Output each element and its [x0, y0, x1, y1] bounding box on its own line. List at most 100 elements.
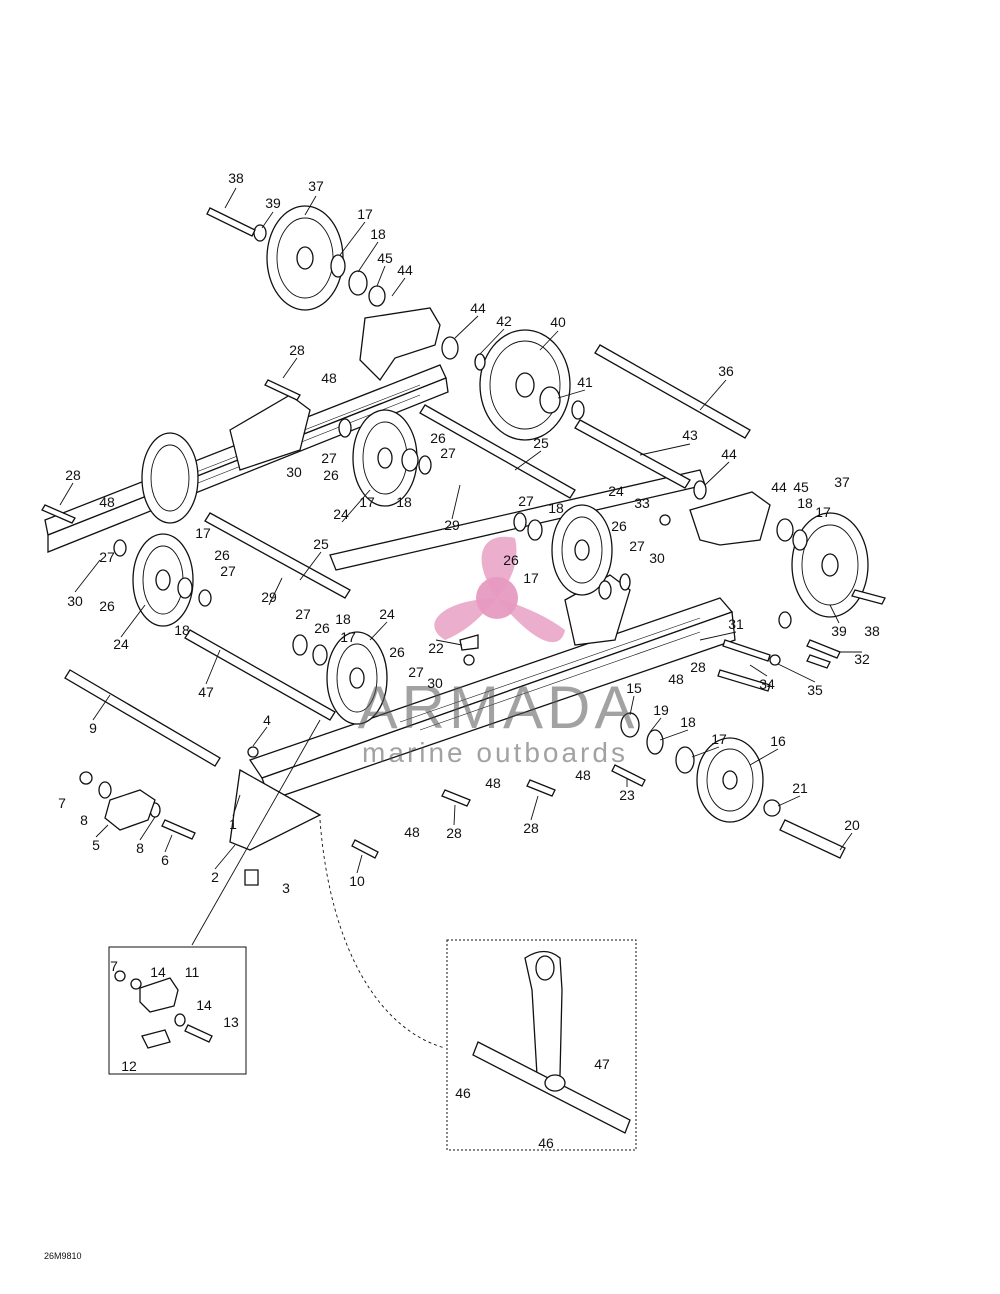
callout-38: 38 [864, 623, 880, 639]
callout-46: 46 [538, 1135, 554, 1151]
idler-wheel-24-mid [132, 533, 194, 627]
callout-26: 26 [611, 518, 627, 534]
callout-45: 45 [377, 250, 393, 266]
callout-27: 27 [408, 664, 424, 680]
callout-18: 18 [335, 611, 351, 627]
callout-48: 48 [485, 775, 501, 791]
callout-22: 22 [428, 640, 444, 656]
idler-wheel-24-right [551, 504, 613, 596]
callout-44: 44 [721, 446, 737, 462]
callout-11: 11 [185, 964, 200, 980]
callout-29: 29 [444, 517, 460, 533]
right-side-rail [248, 597, 736, 801]
callout-47: 47 [594, 1056, 610, 1072]
callout-25: 25 [313, 536, 329, 552]
callout-48: 48 [668, 671, 684, 687]
callout-38: 38 [228, 170, 244, 186]
armada-watermark: ARMADA marine outboards [358, 536, 634, 768]
callout-48: 48 [321, 370, 337, 386]
callout-47: 47 [198, 684, 214, 700]
callout-30: 30 [649, 550, 665, 566]
callout-17: 17 [359, 494, 375, 510]
idler-wheel-24-left [141, 432, 199, 524]
callout-16: 16 [770, 733, 786, 749]
callout-28: 28 [65, 467, 81, 483]
callout-37: 37 [308, 178, 324, 194]
callout-45: 45 [793, 479, 809, 495]
callout-8: 8 [136, 840, 144, 856]
callout-3: 3 [282, 880, 290, 896]
idler-wheel-24-upper [352, 409, 418, 507]
callout-46: 46 [455, 1085, 471, 1101]
idler-wheel-37-right [791, 512, 869, 618]
callout-17: 17 [340, 629, 356, 645]
callout-26: 26 [314, 620, 330, 636]
callout-21: 21 [792, 780, 808, 796]
callout-12: 12 [121, 1058, 137, 1074]
callout-18: 18 [174, 622, 190, 638]
callout-23: 23 [619, 787, 635, 803]
callout-24: 24 [333, 506, 349, 522]
callout-28: 28 [523, 820, 539, 836]
callout-39: 39 [265, 195, 281, 211]
callout-25: 25 [533, 435, 549, 451]
callout-26: 26 [503, 552, 519, 568]
callout-18: 18 [548, 500, 564, 516]
callout-24: 24 [608, 483, 624, 499]
inset-stopper-detail [108, 946, 247, 1075]
callout-26: 26 [430, 430, 446, 446]
callout-30: 30 [427, 675, 443, 691]
callout-27: 27 [629, 538, 645, 554]
callout-10: 10 [349, 873, 365, 889]
callout-48: 48 [99, 494, 115, 510]
callout-26: 26 [99, 598, 115, 614]
callout-34: 34 [759, 676, 775, 692]
callout-17: 17 [815, 504, 831, 520]
callout-39: 39 [831, 623, 847, 639]
idler-wheel-24-lower [326, 631, 388, 725]
cross-shaft-9 [64, 669, 221, 767]
callout-40: 40 [550, 314, 566, 330]
callout-43: 43 [682, 427, 698, 443]
callout-9: 9 [89, 720, 97, 736]
callout-14: 14 [196, 997, 212, 1013]
callout-6: 6 [161, 852, 169, 868]
callout-41: 41 [577, 374, 593, 390]
propeller-logo-icon [434, 536, 565, 643]
callout-44: 44 [771, 479, 787, 495]
idler-wheel-16 [696, 737, 764, 823]
callout-18: 18 [797, 495, 813, 511]
callout-18: 18 [396, 494, 412, 510]
watermark-tagline: marine outboards [362, 737, 628, 768]
callout-28: 28 [690, 659, 706, 675]
callout-20: 20 [844, 817, 860, 833]
cross-shaft-47 [184, 629, 336, 721]
callout-26: 26 [214, 547, 230, 563]
front-arm-tube [229, 768, 322, 851]
drawing-code: 26M9810 [44, 1251, 82, 1261]
callout-27: 27 [518, 493, 534, 509]
callout-44: 44 [470, 300, 486, 316]
cross-shaft-29 [204, 512, 351, 599]
callout-29: 29 [261, 589, 277, 605]
idler-wheel-40 [479, 329, 571, 441]
cross-shaft-43 [574, 419, 691, 489]
callout-42: 42 [496, 313, 512, 329]
hardware [41, 207, 886, 886]
callout-7: 7 [110, 958, 118, 974]
callout-26: 26 [389, 644, 405, 660]
inset-reference-curve [319, 819, 446, 1049]
callout-30: 30 [67, 593, 83, 609]
callout-28: 28 [289, 342, 305, 358]
callout-33: 33 [634, 495, 650, 511]
cross-shaft-36 [594, 344, 751, 439]
callout-5: 5 [92, 837, 100, 853]
callout-26: 26 [323, 467, 339, 483]
callout-19: 19 [653, 702, 669, 718]
callout-28: 28 [446, 825, 462, 841]
callout-15: 15 [626, 680, 642, 696]
callout-17: 17 [195, 525, 211, 541]
